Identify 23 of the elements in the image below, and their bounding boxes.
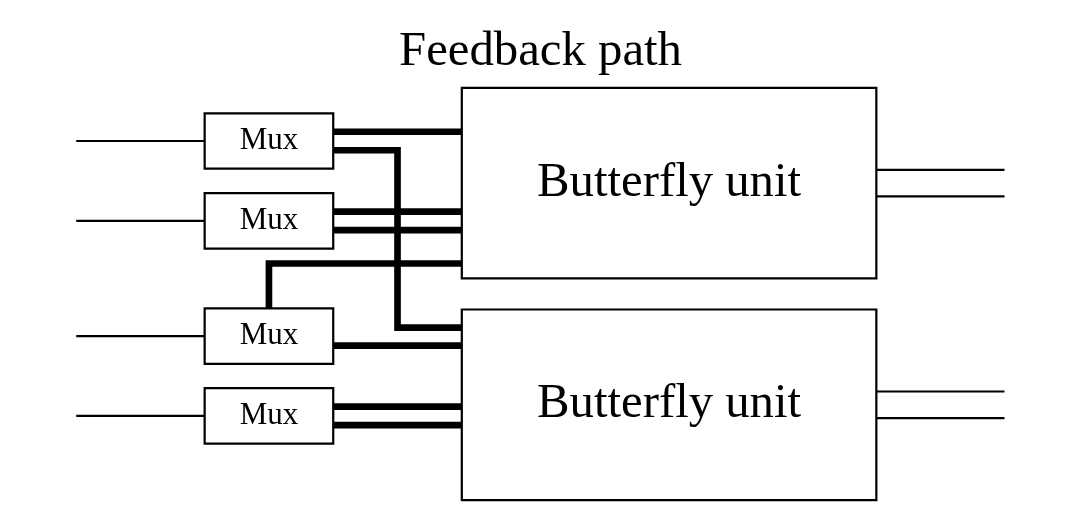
connector (333, 208, 462, 215)
node-box: Mux (203, 112, 335, 170)
connector (876, 390, 1005, 393)
connector (265, 260, 462, 309)
diagram-title: Feedback path (399, 21, 682, 76)
connector (76, 334, 205, 338)
connector (876, 195, 1005, 198)
connector (76, 139, 205, 143)
node-box: Butterfly unit (460, 308, 878, 502)
connector (876, 417, 1005, 420)
connector (333, 403, 462, 410)
node-box: Mux (203, 192, 335, 250)
connector (76, 414, 205, 417)
connector (333, 421, 462, 429)
connector (333, 226, 462, 234)
node-box: Mux (203, 307, 335, 365)
connector (333, 128, 462, 136)
connector (333, 342, 462, 349)
node-box: Mux (203, 387, 335, 445)
node-box: Butterfly unit (460, 86, 878, 280)
connector (333, 146, 462, 331)
connector (76, 219, 205, 222)
connector (876, 168, 1005, 171)
